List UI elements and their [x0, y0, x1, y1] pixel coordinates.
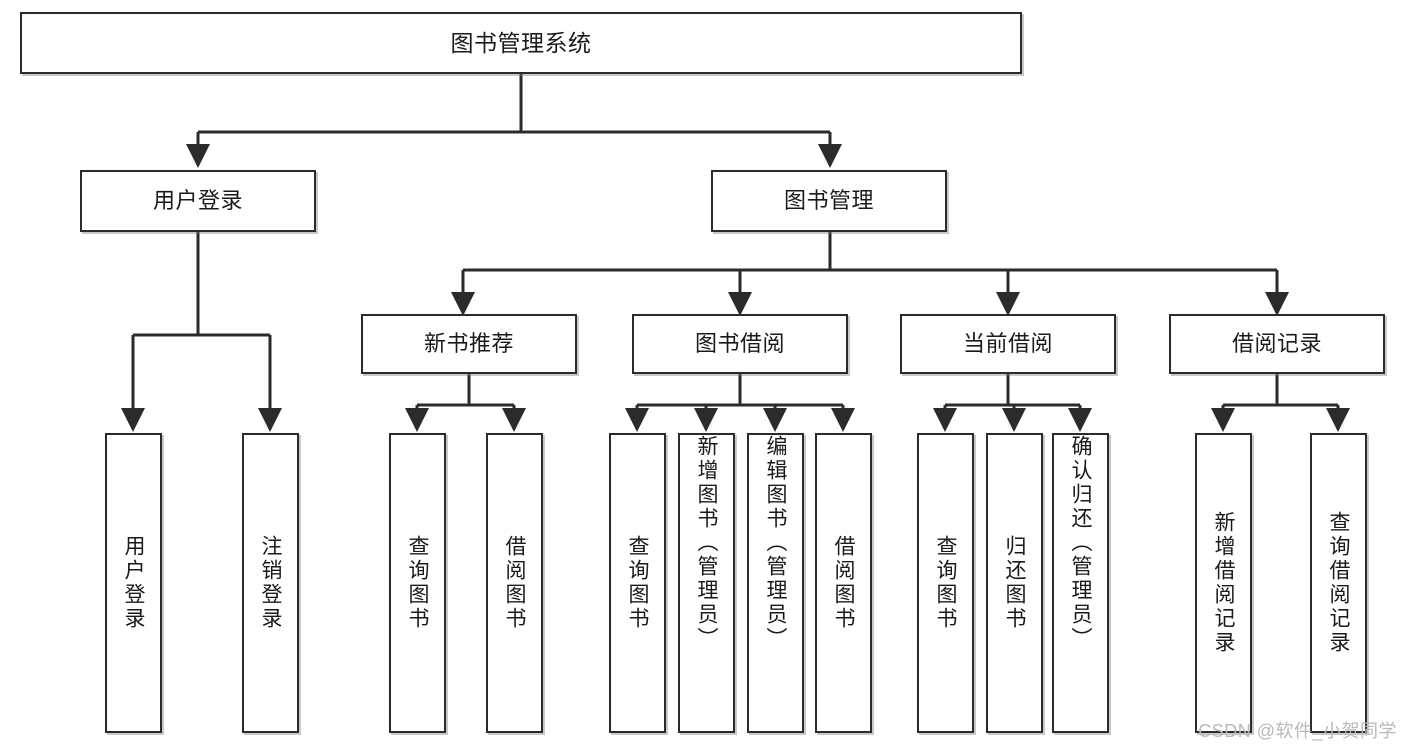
- node-leaf-query-book-1-label: 查询图书: [406, 535, 429, 631]
- node-leaf-add-book[interactable]: 新增图书（管理员）: [678, 433, 735, 733]
- node-leaf-return-book-label: 归还图书: [1003, 535, 1026, 631]
- node-leaf-borrow-book-2-label: 借阅图书: [832, 535, 855, 631]
- node-new-book-recommend[interactable]: 新书推荐: [361, 314, 577, 374]
- leaf-inner: 查询图书: [611, 435, 664, 731]
- leaf-inner: 用户登录: [107, 435, 160, 731]
- leaf-inner: 确认归还（管理员）: [1054, 435, 1107, 731]
- node-user-login[interactable]: 用户登录: [80, 170, 316, 232]
- node-leaf-user-logout-label: 注销登录: [259, 535, 282, 631]
- node-leaf-query-book-3-label: 查询图书: [934, 535, 957, 631]
- node-leaf-query-record-label: 查询借阅记录: [1327, 511, 1350, 655]
- node-leaf-confirm-return[interactable]: 确认归还（管理员）: [1052, 433, 1109, 733]
- leaf-inner: 查询图书: [919, 435, 972, 731]
- node-current-borrow-label: 当前借阅: [962, 331, 1053, 357]
- leaf-inner: 借阅图书: [817, 435, 870, 731]
- node-new-book-recommend-label: 新书推荐: [423, 331, 514, 357]
- node-book-borrow[interactable]: 图书借阅: [632, 314, 848, 374]
- node-borrow-record-label: 借阅记录: [1231, 331, 1322, 357]
- node-book-borrow-label: 图书借阅: [694, 331, 785, 357]
- node-leaf-user-logout[interactable]: 注销登录: [242, 433, 299, 733]
- node-leaf-borrow-book-1-label: 借阅图书: [503, 535, 526, 631]
- node-current-borrow[interactable]: 当前借阅: [900, 314, 1116, 374]
- node-leaf-borrow-book-2[interactable]: 借阅图书: [815, 433, 872, 733]
- node-borrow-record[interactable]: 借阅记录: [1169, 314, 1385, 374]
- node-leaf-user-login[interactable]: 用户登录: [105, 433, 162, 733]
- node-book-manage-label: 图书管理: [783, 188, 874, 214]
- node-root-label: 图书管理系统: [450, 29, 592, 56]
- node-leaf-add-book-label: 新增图书（管理员）: [695, 435, 718, 651]
- leaf-inner: 编辑图书（管理员）: [749, 435, 802, 731]
- node-leaf-edit-book-label: 编辑图书（管理员）: [764, 435, 787, 651]
- node-leaf-query-book-2-label: 查询图书: [626, 535, 649, 631]
- node-leaf-confirm-return-label: 确认归还（管理员）: [1069, 435, 1092, 651]
- leaf-inner: 归还图书: [988, 435, 1041, 731]
- node-leaf-return-book[interactable]: 归还图书: [986, 433, 1043, 733]
- node-root[interactable]: 图书管理系统: [20, 12, 1022, 74]
- leaf-inner: 注销登录: [244, 435, 297, 731]
- leaf-inner: 借阅图书: [488, 435, 541, 731]
- node-user-login-label: 用户登录: [152, 188, 243, 214]
- leaf-inner: 查询借阅记录: [1312, 435, 1365, 731]
- node-leaf-edit-book[interactable]: 编辑图书（管理员）: [747, 433, 804, 733]
- watermark: CSDN @软件_小贺同学: [1198, 721, 1397, 741]
- leaf-inner: 新增图书（管理员）: [680, 435, 733, 731]
- leaf-inner: 新增借阅记录: [1197, 435, 1250, 731]
- node-book-manage[interactable]: 图书管理: [711, 170, 947, 232]
- node-leaf-user-login-label: 用户登录: [122, 535, 145, 631]
- node-leaf-query-record[interactable]: 查询借阅记录: [1310, 433, 1367, 733]
- node-leaf-add-record[interactable]: 新增借阅记录: [1195, 433, 1252, 733]
- node-leaf-borrow-book-1[interactable]: 借阅图书: [486, 433, 543, 733]
- node-leaf-add-record-label: 新增借阅记录: [1212, 511, 1235, 655]
- leaf-inner: 查询图书: [391, 435, 444, 731]
- node-leaf-query-book-1[interactable]: 查询图书: [389, 433, 446, 733]
- node-leaf-query-book-2[interactable]: 查询图书: [609, 433, 666, 733]
- node-leaf-query-book-3[interactable]: 查询图书: [917, 433, 974, 733]
